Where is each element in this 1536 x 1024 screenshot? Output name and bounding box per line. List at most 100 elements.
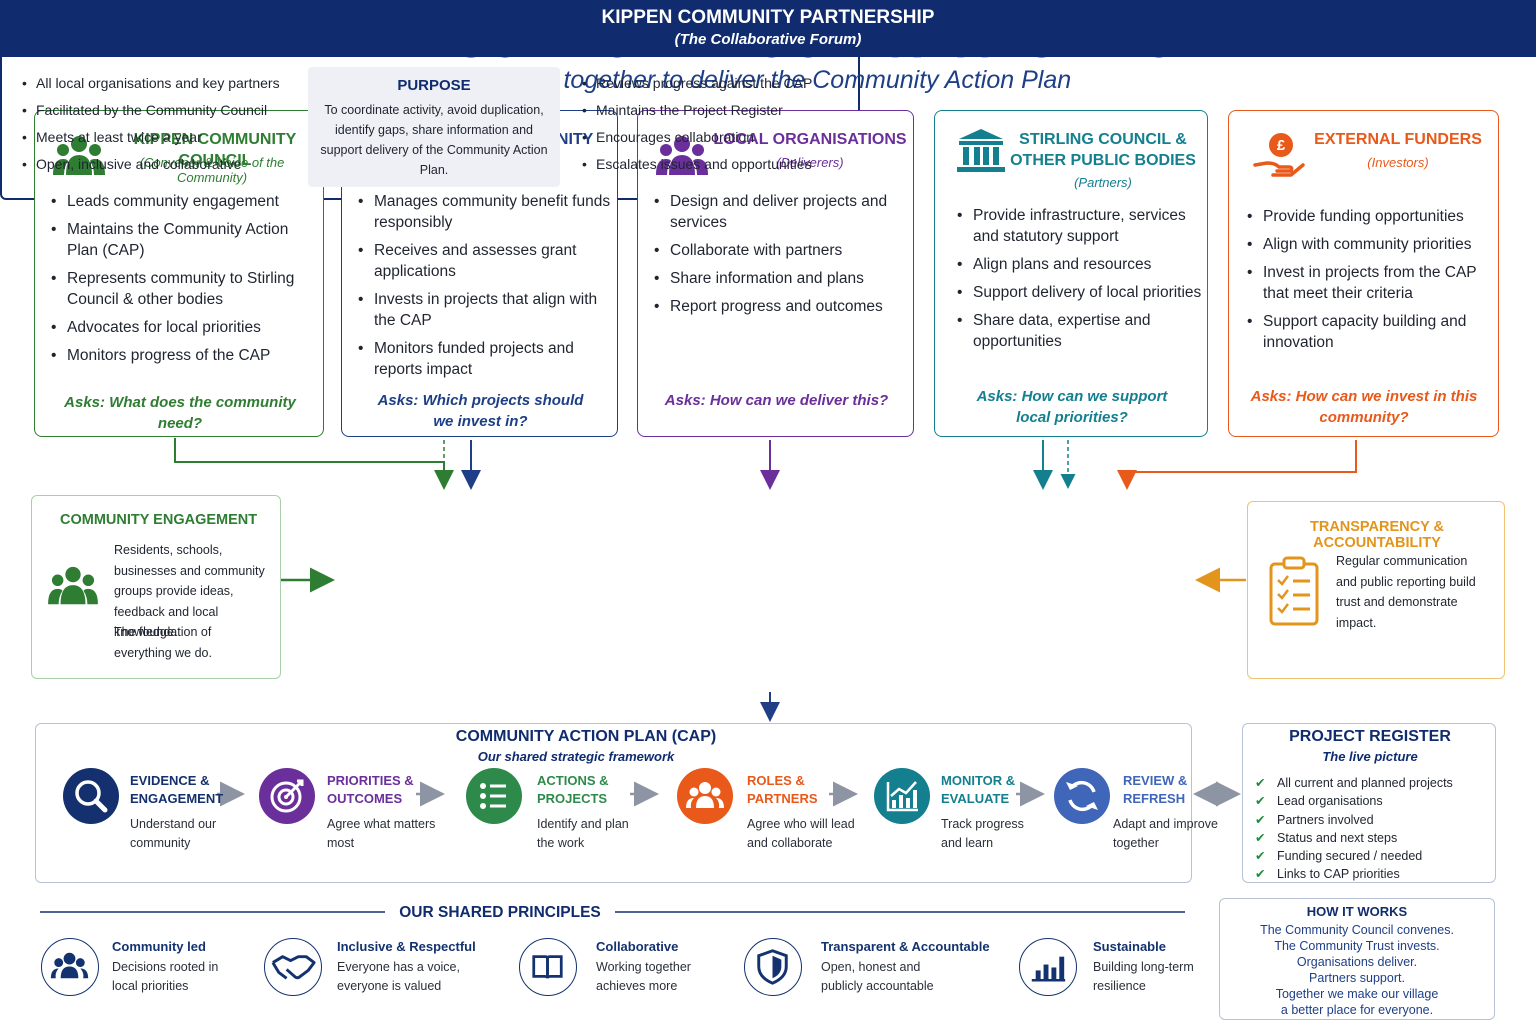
purpose-text: To coordinate activity, avoid duplicatio… [320,103,548,177]
handshake-icon [271,955,316,980]
engagement-text2: The foundation of everything we do. [114,625,212,660]
list-item: All local organisations and key partners [22,74,302,92]
card-list: Manages community benefit funds responsi… [356,191,612,387]
how-it-works-title: HOW IT WORKS [1306,904,1408,919]
card-list: Provide infrastructure, services and sta… [955,205,1203,359]
step-title: PRIORITIES &OUTCOMES [327,773,414,806]
list-item: Share data, expertise and opportunities [955,310,1203,352]
list-item: Represents community to Stirling Council… [49,268,319,310]
list-item: Reviews progress against the CAP [582,74,852,92]
community-partnership-box: KIPPEN COMMUNITY PARTNERSHIP (The Collab… [0,0,1536,200]
svg-text:£: £ [1277,137,1286,154]
partnership-subtitle: (The Collaborative Forum) [674,31,862,48]
list-item: Facilitated by the Community Council [22,101,302,119]
list-item: Encourages collaboration [582,128,852,146]
list-item: Support delivery of local priorities [955,282,1203,303]
community-action-plan-box: COMMUNITY ACTION PLAN (CAP) Our shared s… [35,723,1192,883]
list-item: Advocates for local priorities [49,317,319,338]
checklist-icon [480,783,506,809]
principle-title: Sustainable [1093,939,1166,954]
principle-icon-circle [264,938,322,996]
principle-icon-circle [519,938,577,996]
check-icon: ✔ [1255,867,1266,882]
step-title: ACTIONS &PROJECTS [537,773,609,806]
partnership-right-list: Reviews progress against the CAP Maintai… [582,74,852,182]
partnership-title: KIPPEN COMMUNITY PARTNERSHIP [601,7,935,28]
card-asks: Asks: Which projects should we invest in… [377,392,584,430]
card-list: Design and deliver projects and services… [652,191,908,324]
list-item: ✔All current and planned projects [1255,774,1495,792]
engagement-text: Residents, schools, businesses and commu… [114,543,265,639]
public-building-icon [957,129,1005,172]
magnifier-icon-circle [63,768,119,824]
target-icon-circle [259,768,315,824]
open-book-icon [532,955,563,979]
list-item: Monitors funded projects and reports imp… [356,338,612,380]
people-group-icon-circle [677,768,733,824]
step-title: ROLES &PARTNERS [747,773,818,806]
list-item: ✔Partners involved [1255,811,1495,829]
people-group-icon [50,952,89,979]
list-item: Monitors progress of the CAP [49,345,319,366]
how-it-works-text: The Community Council convenes. The Comm… [1260,923,1454,1017]
list-item: ✔Funding secured / needed [1255,847,1495,865]
card-asks: Asks: How can we deliver this? [664,392,889,409]
list-item: ✔Lead organisations [1255,792,1495,810]
step-title: MONITOR &EVALUATE [941,773,1016,806]
step-title: REVIEW &REFRESH [1123,773,1188,806]
cap-subtitle: Our shared strategic framework [477,749,675,764]
card-asks: Asks: How can we invest in this communit… [1250,388,1478,426]
list-item: Escalates issues and opportunities [582,155,852,173]
list-item: Receives and assesses grant applications [356,240,612,282]
list-item: Align with community priorities [1245,234,1497,255]
principle-title: Collaborative [596,939,679,954]
list-item: Manages community benefit funds responsi… [356,191,612,233]
list-item: Leads community engagement [49,191,319,212]
list-item: Invest in projects from the CAP that mee… [1245,262,1497,304]
list-item: Collaborate with partners [652,240,908,261]
people-group-icon [686,782,724,808]
people-group-icon [48,566,98,605]
principle-desc: Everyone has a voice,everyone is valued [337,960,460,993]
community-engagement-box: COMMUNITY ENGAGEMENT Residents, schools,… [31,495,281,679]
chart-icon-circle [874,768,930,824]
principle-icon-circle [744,938,802,996]
engagement-title: COMMUNITY ENGAGEMENT [60,512,258,528]
clipboard-checklist-icon [1269,556,1319,626]
check-icon: ✔ [1255,830,1266,845]
register-subtitle: The live picture [1322,749,1418,764]
principle-icon-circle [1019,938,1077,996]
list-item: Maintains the Project Register [582,101,852,119]
card-asks: Asks: How can we support local prioritie… [976,388,1168,426]
list-item: Report progress and outcomes [652,296,908,317]
register-title: PROJECT REGISTER [1289,728,1451,745]
chart-icon [886,781,918,812]
list-item: ✔Links to CAP priorities [1255,865,1495,883]
principle-title: Inclusive & Respectful [337,939,476,954]
shield-icon [757,949,788,985]
principle-title: Transparent & Accountable [821,939,990,954]
principle-icon-circle [41,938,99,996]
list-item: Design and deliver projects and services [652,191,908,233]
list-item: Support capacity building and innovation [1245,311,1497,353]
refresh-icon [1066,780,1098,812]
list-item: Align plans and resources [955,254,1203,275]
cap-title: COMMUNITY ACTION PLAN (CAP) [455,728,717,745]
card-role: (Partners) [1074,175,1132,190]
card-role: (Investors) [1367,155,1429,170]
list-item: Maintains the Community Action Plan (CAP… [49,219,319,261]
target-icon [270,779,304,813]
check-icon: ✔ [1255,849,1266,864]
list-item: Share information and plans [652,268,908,289]
card-title: STIRLING COUNCIL & OTHER PUBLIC BODIES [1010,131,1196,169]
pound-hand-icon: £ [1253,133,1305,177]
